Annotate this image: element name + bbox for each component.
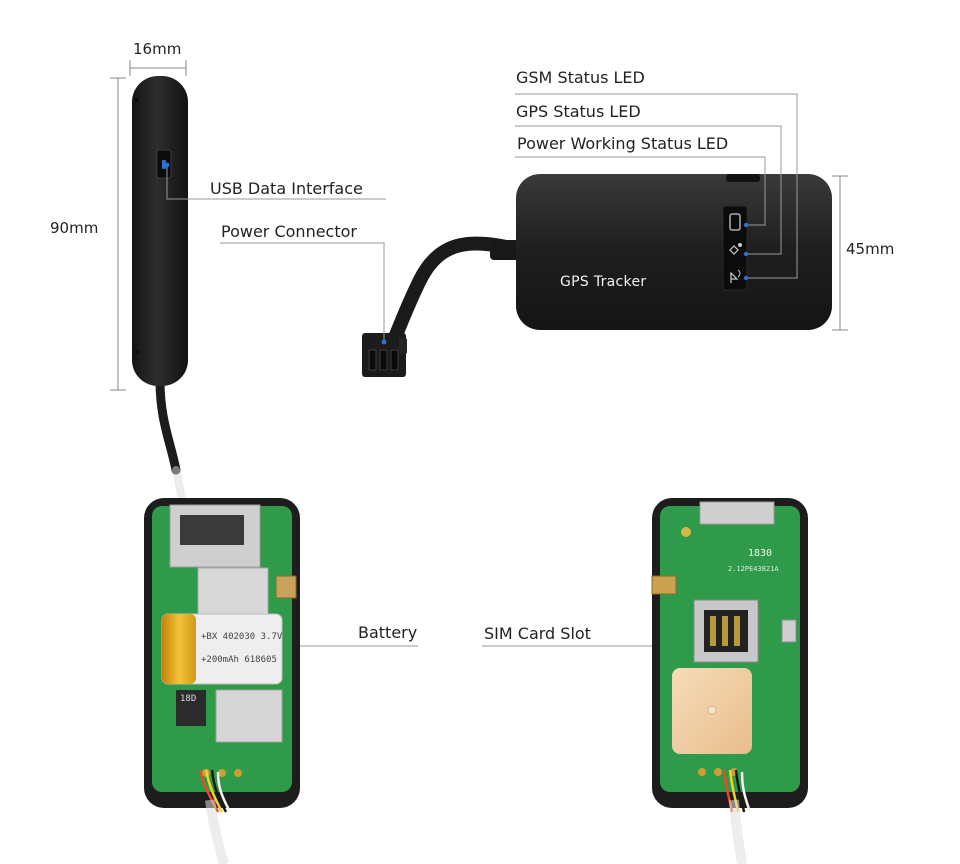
callout-line-power — [515, 156, 766, 226]
pcb-sim-side — [651, 498, 808, 864]
callout-sim-card-slot: SIM Card Slot — [484, 624, 591, 643]
tracker-front-view — [362, 174, 832, 377]
front-view-cable — [387, 236, 527, 347]
callout-power-working-status-led: Power Working Status LED — [517, 134, 729, 153]
side-view-body — [132, 76, 188, 386]
callout-line-gps — [515, 125, 782, 255]
gps-led — [729, 243, 742, 255]
callout-lines — [166, 93, 798, 647]
led-panel — [722, 205, 748, 291]
callout-usb-data-interface: USB Data Interface — [210, 179, 363, 198]
callout-power-connector: Power Connector — [221, 222, 357, 241]
device-body — [516, 174, 832, 330]
battery-print-line2: +200mAh 618605 — [201, 655, 277, 665]
device-label: GPS Tracker — [560, 274, 647, 290]
pcb-battery-side — [144, 498, 300, 864]
usb-port-led — [162, 160, 166, 169]
callout-line-usb — [166, 165, 386, 200]
cable-strain-relief — [490, 240, 524, 260]
callout-gsm-status-led: GSM Status LED — [516, 68, 645, 87]
callout-line-power-connector — [220, 242, 385, 342]
side-view-cable — [155, 375, 181, 475]
callout-line-gsm — [515, 93, 798, 279]
pcb-chip-marking: 18D — [180, 694, 197, 704]
dimension-width-label: 16mm — [133, 40, 182, 58]
pcb-date-code: 1830 — [748, 548, 773, 559]
pcb-lot-code: 2.12PE43821A — [728, 565, 779, 573]
gps-module — [215, 689, 283, 743]
dimension-height-label: 45mm — [846, 240, 895, 258]
power-led — [729, 213, 741, 231]
dimension-length-marker — [110, 77, 126, 391]
power-connector-plug — [362, 333, 407, 377]
battery-cell-edge — [162, 614, 196, 684]
dimension-length-label: 90mm — [50, 219, 99, 237]
battery-print-line1: +BX 402030 3.7V — [201, 632, 283, 642]
dimension-height-marker — [832, 175, 848, 331]
callout-gps-status-led: GPS Status LED — [516, 102, 641, 121]
tracker-side-view — [132, 76, 188, 519]
gsm-led — [730, 269, 741, 283]
callout-battery: Battery — [358, 623, 418, 642]
dimension-width-marker — [129, 60, 187, 76]
